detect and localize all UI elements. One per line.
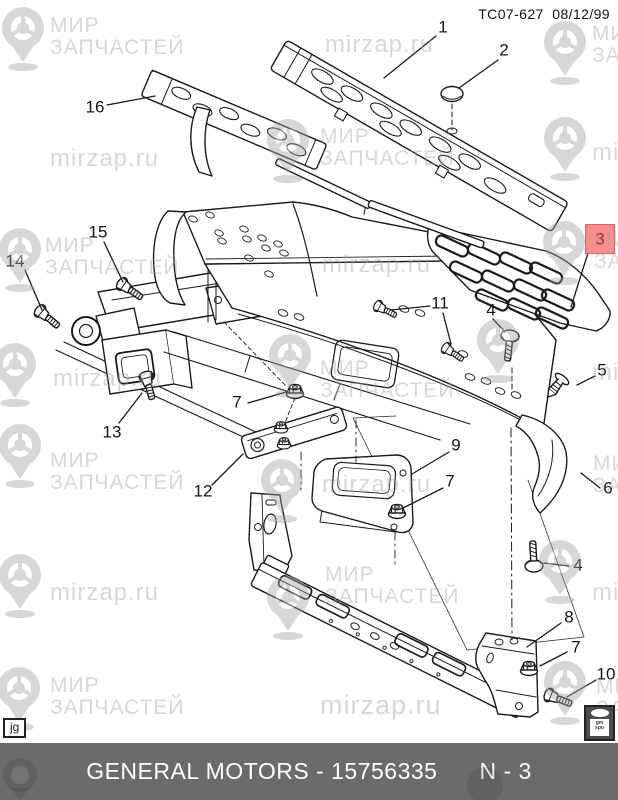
watermark-url-text: mirzap.ru [50,145,159,172]
license-recess [330,339,400,389]
watermark-brand-text: МИР [325,563,375,586]
footer-bar: GENERAL MOTORS - 15756335 N - 3 [0,743,618,800]
part-callout-2[interactable]: 2 [499,41,508,60]
part-callout-15[interactable]: 15 [89,223,108,242]
watermark-url-text: mirzap.ru [325,31,434,58]
part-callout-4[interactable]: 4 [486,301,495,320]
part-callout-14[interactable]: 14 [6,252,25,271]
part-bracket-12 [240,406,348,460]
watermark-brand-text: ЗАПЧАСТЕЙ [592,43,618,67]
part-callout-7[interactable]: 7 [232,393,241,412]
watermark-brand-text: МИР [320,357,370,380]
doc-date-text: 08/12/99 [552,6,610,22]
watermark-url-text: mirzap.ru [592,139,618,166]
bumper-end-cap [515,414,568,514]
watermark-brand-text: ЗАПЧАСТЕЙ [50,470,185,494]
map-pin-logo-icon [0,554,41,618]
map-pin-logo-icon [2,7,44,71]
part-callout-6[interactable]: 6 [603,479,612,498]
watermark-brand-text: МИР [50,674,100,697]
watermark-brand-text: МИР [320,125,370,148]
bumper-top-plate [182,201,461,265]
nut-7c-icon [519,660,539,677]
map-pin-logo-icon [0,343,36,407]
fasteners [31,85,575,712]
part-rub-strip [275,158,485,249]
part-callout-10[interactable]: 10 [597,665,616,684]
part-callout-1[interactable]: 1 [438,18,447,37]
document-code: TC07-627 08/12/99 [478,6,610,22]
stamp-oval [590,709,609,717]
watermark-url-text: mirzap.ru [320,690,442,720]
part-license-bracket [248,492,293,573]
watermark-brand-text: ЗАПЧАСТЕЙ [50,695,185,719]
map-pin-logo-icon [0,424,41,488]
part-callout-4[interactable]: 4 [573,556,582,575]
plug-cap-icon [440,85,464,103]
map-pin-logo-icon [544,117,586,181]
part-callout-16[interactable]: 16 [86,98,105,117]
part-callout-9[interactable]: 9 [451,436,460,455]
step-tread-slots [434,234,576,330]
bolt-4b-icon [523,539,545,574]
footer-part-number: GENERAL MOTORS - 15756335 [86,758,438,784]
part-step-pad-right [270,40,568,232]
part-callout-8[interactable]: 8 [564,608,573,627]
highlighted-part-box[interactable] [585,224,615,254]
author-initials: jg [10,720,20,734]
watermark-brand-text: МИР [592,22,618,45]
part-callout-5[interactable]: 5 [597,361,606,380]
part-callout-13[interactable]: 13 [103,423,122,442]
part-bracket-8 [475,632,539,718]
assembly-centerlines [223,103,513,641]
pad-flange [190,106,213,177]
bumper-face [204,259,557,431]
footer-page-ref: N - 3 [479,758,532,784]
part-bumper-face-bar [152,201,611,514]
part-callout-12[interactable]: 12 [194,482,213,501]
watermark-brand-text: ЗАПЧАСТЕЙ [50,35,185,59]
watermark-url-text: mirzap.ru [592,579,618,606]
watermark-brand-text: МИР [45,234,95,257]
bolt-10-icon [541,686,575,712]
watermark-brand-text: МИР [50,449,100,472]
author-initials-box: jg [3,718,27,738]
plate-bolt-holes [188,211,289,278]
part-step-pad-left [141,69,327,177]
watermark-brand-text: МИР [593,452,618,475]
part-callout-3[interactable]: 3 [595,230,604,249]
nut-7b-icon [387,503,407,520]
part-callout-7[interactable]: 7 [571,638,580,657]
nut-7a-icon [285,383,305,400]
bumper-left-cap [152,210,187,306]
map-pin-logo-icon [544,21,586,85]
doc-code-text: TC07-627 [478,6,544,22]
part-callout-7[interactable]: 7 [445,472,454,491]
watermark-url-text: mirzap.ru [50,579,159,606]
bolt-14-icon [31,302,64,333]
part-bracket-9 [311,454,414,534]
watermark-brand-text: МИР [50,14,100,37]
part-callout-11[interactable]: 11 [431,294,449,313]
